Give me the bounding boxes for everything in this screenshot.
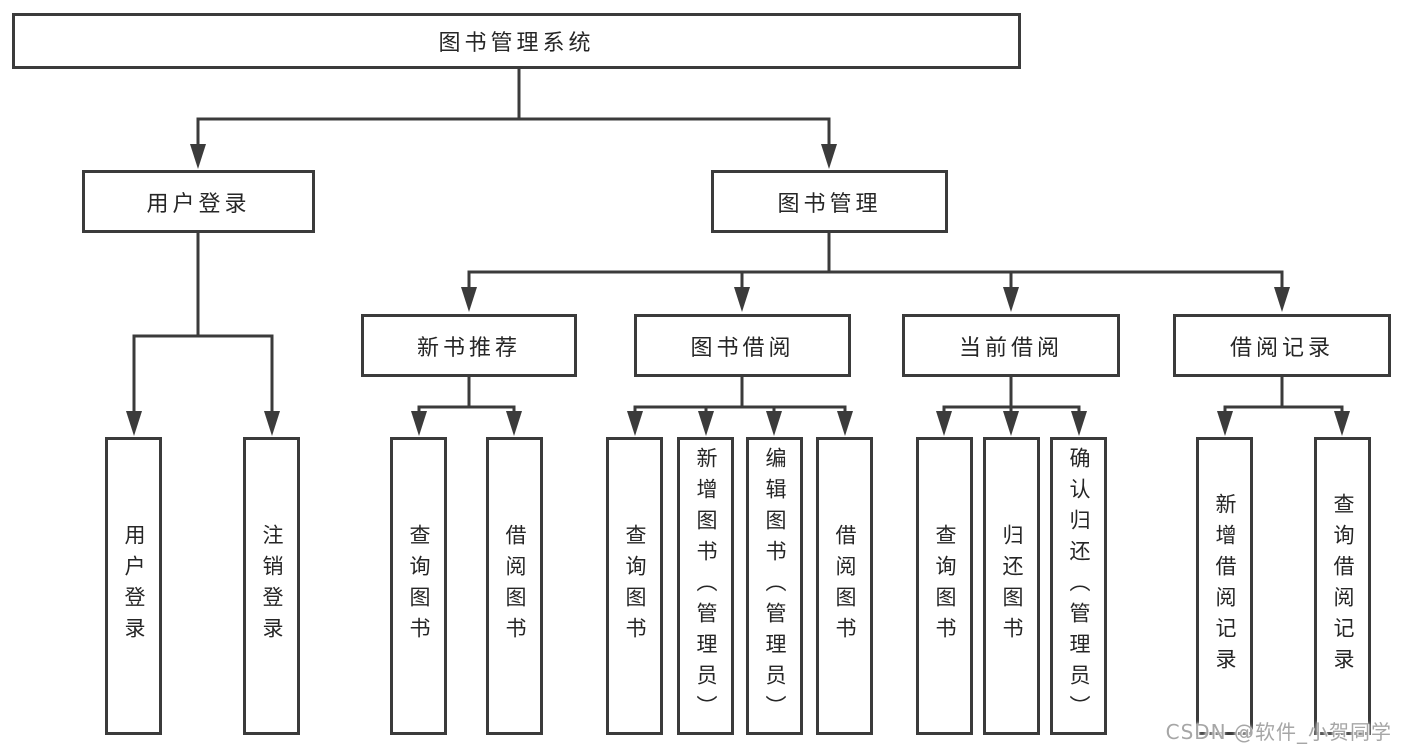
- node-book-management: 图书管理: [711, 170, 948, 233]
- leaf-borrow-edit-books-admin: 编辑图书（管理员）: [746, 437, 803, 735]
- leaf-records-add-record: 新增借阅记录: [1196, 437, 1253, 735]
- leaf-newbook-query-books: 查询图书: [390, 437, 447, 735]
- node-current-borrow: 当前借阅: [902, 314, 1120, 377]
- arrowheads: [126, 144, 1350, 436]
- node-book-borrow: 图书借阅: [634, 314, 851, 377]
- leaf-records-query-record: 查询借阅记录: [1314, 437, 1371, 735]
- leaf-current-return-books: 归还图书: [983, 437, 1040, 735]
- watermark: CSDN @软件_小贺同学: [1165, 720, 1392, 744]
- node-root: 图书管理系统: [12, 13, 1021, 69]
- node-new-book-recommend: 新书推荐: [361, 314, 577, 377]
- leaf-borrow-add-books-admin: 新增图书（管理员）: [677, 437, 734, 735]
- leaf-newbook-borrow-books: 借阅图书: [486, 437, 543, 735]
- leaf-borrow-query-books: 查询图书: [606, 437, 663, 735]
- node-borrow-records: 借阅记录: [1173, 314, 1391, 377]
- node-user-login: 用户登录: [82, 170, 315, 233]
- leaf-logout: 注销登录: [243, 437, 300, 735]
- leaf-current-query-books: 查询图书: [916, 437, 973, 735]
- leaf-user-login: 用户登录: [105, 437, 162, 735]
- leaf-current-confirm-return-admin: 确认归还（管理员）: [1050, 437, 1107, 735]
- leaf-borrow-borrow-books: 借阅图书: [816, 437, 873, 735]
